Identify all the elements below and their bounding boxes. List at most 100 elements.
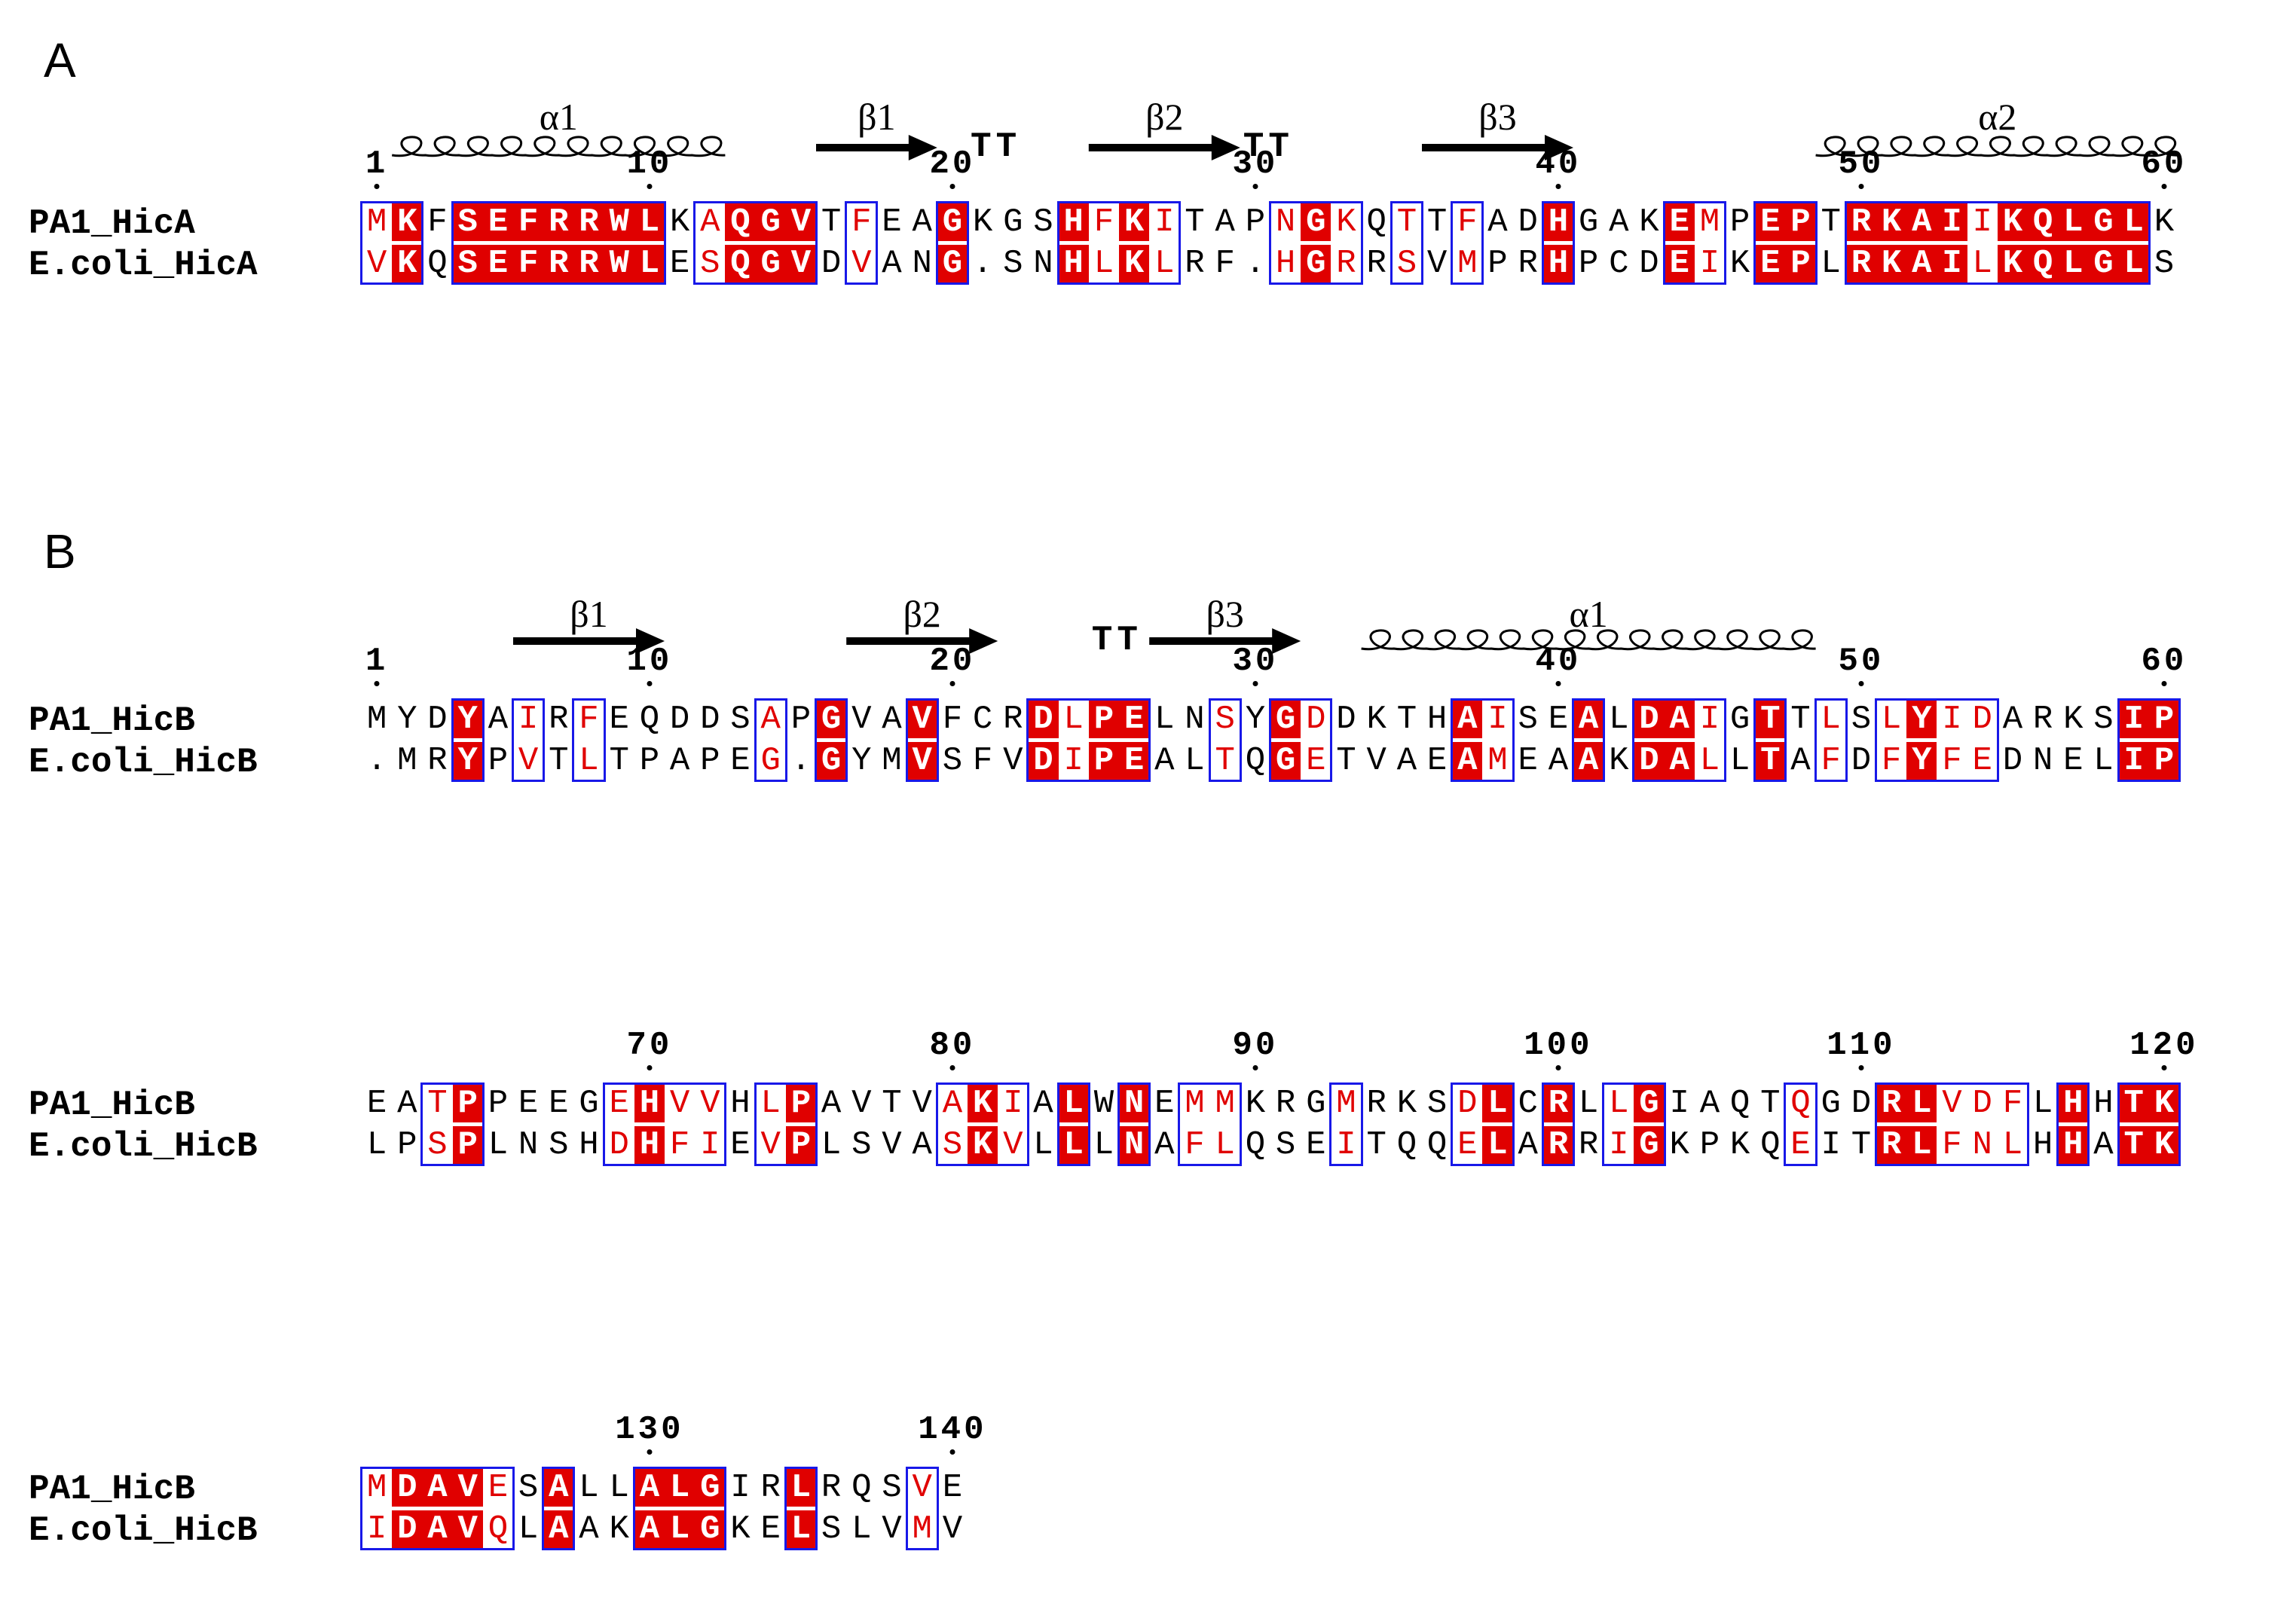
residue: E (760, 1510, 781, 1548)
residue: A (1518, 1126, 1538, 1164)
residue: Q (488, 1510, 509, 1548)
ruler-tick (647, 1449, 653, 1455)
residue: P (488, 1085, 509, 1122)
strand-arrow (846, 628, 998, 654)
residue: V (851, 701, 872, 738)
residue: A (912, 1126, 932, 1164)
residue: D (392, 1469, 423, 1507)
residue: K (1396, 1085, 1417, 1122)
residue: A (579, 1510, 599, 1548)
residue: S (1033, 203, 1053, 241)
residue: L (2118, 203, 2149, 241)
residue: E (669, 245, 690, 282)
residue: V (942, 1510, 963, 1548)
residue: K (972, 203, 993, 241)
residue: G (816, 701, 847, 738)
residue: T (1760, 1085, 1781, 1122)
residue: L (518, 1510, 539, 1548)
residue: G (1306, 1085, 1326, 1122)
residue: R (1185, 245, 1205, 282)
residue: V (452, 1469, 483, 1507)
residue: A (882, 245, 902, 282)
residue: I (518, 701, 539, 738)
residue: L (760, 1085, 781, 1122)
panel-label: B (44, 524, 76, 579)
residue: A (1548, 742, 1569, 780)
residue: S (942, 1126, 963, 1164)
ruler-tick (2161, 1065, 2167, 1070)
ruler-number: 40 (1535, 643, 1582, 680)
residue: I (2118, 701, 2149, 738)
residue: M (366, 203, 387, 241)
ruler-number: 20 (929, 643, 976, 680)
residue: K (2154, 203, 2175, 241)
residue: A (760, 701, 781, 738)
residue: G (1729, 701, 1750, 738)
residue: N (1185, 701, 1205, 738)
residue: A (634, 1469, 665, 1507)
ruler-number: 80 (929, 1027, 976, 1064)
residue: Q (725, 203, 756, 241)
residue: L (2058, 245, 2089, 282)
strand-arrow (1088, 135, 1240, 160)
ruler-tick (1555, 1065, 1561, 1070)
residue: M (1185, 1085, 1205, 1122)
residue: F (513, 245, 544, 282)
residue: G (1301, 245, 1331, 282)
residue: T (549, 742, 569, 780)
residue: K (1669, 1126, 1689, 1164)
residue: S (730, 701, 751, 738)
residue: L (2058, 203, 2089, 241)
residue: P (1785, 203, 1816, 241)
residue: T (1790, 701, 1811, 738)
residue: R (1366, 1085, 1386, 1122)
residue: T (1215, 742, 1235, 780)
ruler-tick (647, 184, 653, 189)
residue: R (1542, 1126, 1573, 1164)
residue: L (366, 1126, 387, 1164)
helix-coil (391, 136, 726, 157)
ruler-number: 10 (626, 145, 673, 183)
residue: L (1093, 1126, 1114, 1164)
residue: D (700, 701, 720, 738)
residue: M (397, 742, 417, 780)
residue: K (392, 245, 423, 282)
residue: A (1396, 742, 1417, 780)
ruler-number: 60 (2141, 145, 2187, 183)
residue: P (1578, 245, 1599, 282)
residue: P (397, 1126, 417, 1164)
residue: S (1215, 701, 1235, 738)
residue: S (549, 1126, 569, 1164)
residue: A (669, 742, 690, 780)
residue: P (488, 742, 509, 780)
residue: W (1093, 1085, 1114, 1122)
residue: R (760, 1469, 781, 1507)
residue: E (1664, 203, 1695, 241)
residue: M (366, 701, 387, 738)
residue: F (2002, 1085, 2023, 1122)
ruler-tick (647, 681, 653, 686)
residue: F (1942, 1126, 1962, 1164)
residue: L (2118, 245, 2149, 282)
residue: D (1972, 1085, 1992, 1122)
residue: K (1729, 1126, 1750, 1164)
residue: M (882, 742, 902, 780)
residue: K (2148, 1126, 2179, 1164)
strand-label: β3 (1478, 96, 1517, 138)
residue: G (2088, 203, 2119, 241)
residue: T (882, 1085, 902, 1122)
residue: F (1215, 245, 1235, 282)
residue: A (942, 1085, 963, 1122)
residue: H (579, 1126, 599, 1164)
residue: H (2032, 1126, 2053, 1164)
residue: P (1699, 1126, 1720, 1164)
residue: A (1664, 742, 1695, 780)
residue: A (1487, 203, 1508, 241)
residue: M (1457, 245, 1478, 282)
ruler-tick (1555, 681, 1561, 686)
residue: V (906, 742, 937, 780)
residue: R (573, 203, 604, 241)
sequence-name: PA1_HicB (29, 701, 195, 740)
residue: A (1906, 203, 1937, 241)
residue: Y (851, 742, 872, 780)
